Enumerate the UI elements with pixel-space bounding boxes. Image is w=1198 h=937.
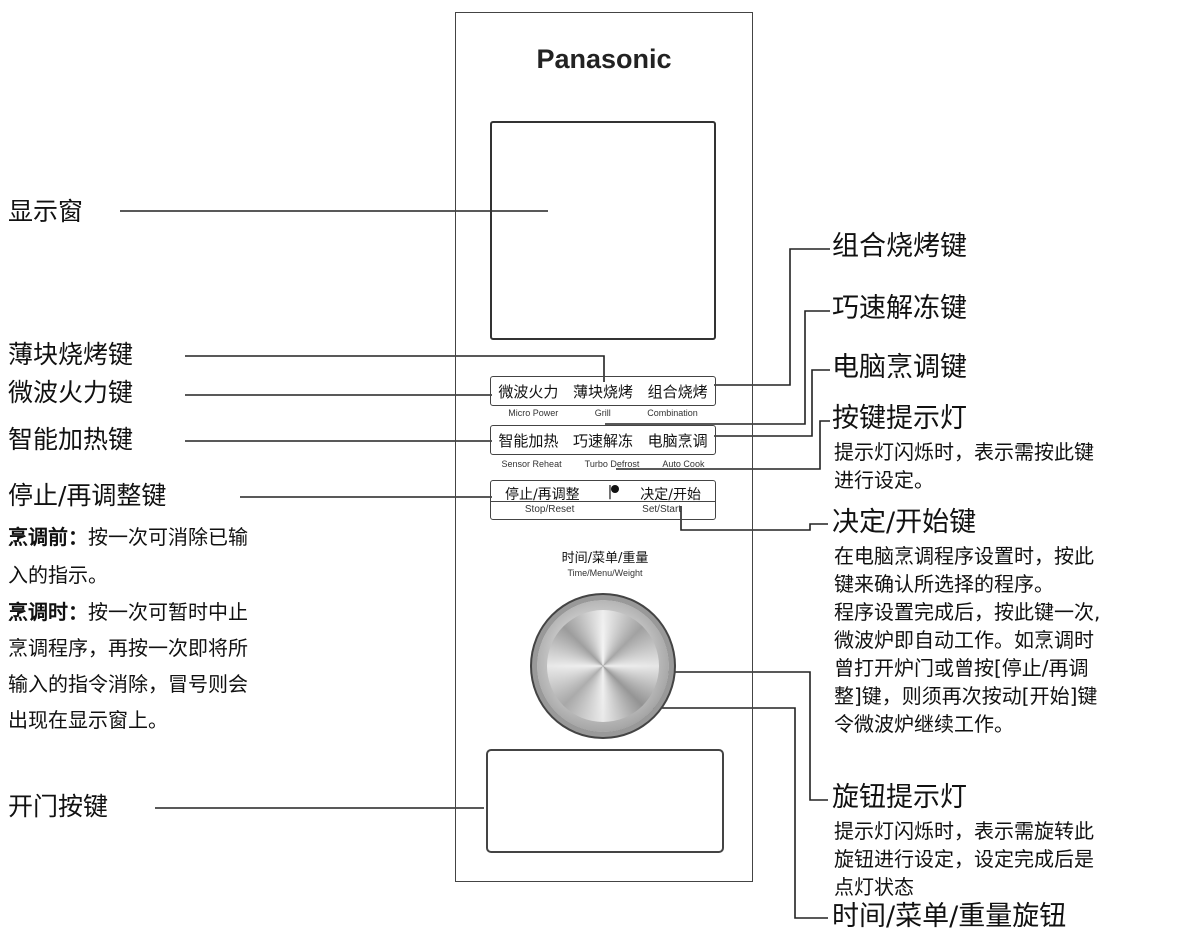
stop-desc-before: 烹调前：按一次可消除已输 <box>8 523 248 552</box>
stop-reset-button[interactable]: 停止/再调整 <box>504 487 580 503</box>
leader-knob <box>603 707 828 919</box>
label-key-light: 按键提示灯 <box>832 403 967 434</box>
button-row-2: 智能加热 巧速解冻 电脑烹调 <box>490 425 716 455</box>
stop-desc-during: 烹调时：按一次可暂时中止 <box>8 598 248 627</box>
dial-label-cn: 时间/菜单/重量 <box>561 551 649 566</box>
knob-light-desc-2: 旋钮进行设定，设定完成后是 <box>834 847 1094 871</box>
button-row-1-en: Micro Power Grill Combination <box>490 408 716 418</box>
leader-key-light <box>616 420 830 470</box>
sensor-reheat-button[interactable]: 智能加热 <box>498 431 559 450</box>
stop-desc-during-3: 输入的指令消除，冒号则会 <box>8 672 248 696</box>
stop-desc-during-title: 烹调时： <box>8 600 88 624</box>
start-desc-1: 在电脑烹调程序设置时，按此 <box>834 544 1094 568</box>
start-desc-6: 整]键，则须再次按动[开始]键 <box>834 684 1098 708</box>
key-light-desc-2: 进行设定。 <box>834 468 934 492</box>
brand-logo: Panasonic <box>536 44 672 74</box>
button-row-2-en: Sensor Reheat Turbo Defrost Auto Cook <box>490 459 716 469</box>
stop-desc-during-4: 出现在显示窗上。 <box>8 708 168 732</box>
label-micro: 微波火力键 <box>8 378 134 407</box>
stop-desc-before-2: 入的指示。 <box>8 563 108 587</box>
label-grill: 薄块烧烤键 <box>8 340 134 369</box>
label-start: 决定/开始键 <box>832 507 977 538</box>
label-display: 显示窗 <box>8 197 84 226</box>
label-knob: 时间/菜单/重量旋钮 <box>832 901 1067 932</box>
label-sensor: 智能加热键 <box>8 425 134 454</box>
knob-light-desc-1: 提示灯闪烁时，表示需旋转此 <box>834 819 1094 843</box>
separator: | <box>607 484 613 500</box>
key-indicator-light <box>611 485 619 493</box>
start-desc-7: 令微波炉继续工作。 <box>834 712 1014 736</box>
display-window <box>490 121 716 340</box>
label-auto: 电脑烹调键 <box>832 352 967 383</box>
grill-button[interactable]: 薄块烧烤 <box>572 382 633 401</box>
knob-face <box>547 610 659 722</box>
label-knob-light: 旋钮提示灯 <box>832 782 967 813</box>
grill-en: Grill <box>594 408 611 418</box>
start-desc-5: 曾打开炉门或曾按[停止/再调 <box>834 656 1089 680</box>
turbo-defrost-en: Turbo Defrost <box>584 459 640 469</box>
combination-en: Combination <box>647 408 698 418</box>
label-combo: 组合烧烤键 <box>832 231 967 262</box>
dial-label: 时间/菜单/重量 Time/Menu/Weight <box>540 552 670 580</box>
label-stop: 停止/再调整键 <box>8 481 167 510</box>
control-panel <box>455 12 753 882</box>
stop-desc-before-1: 按一次可消除已输 <box>88 525 248 549</box>
start-desc-2: 键来确认所选择的程序。 <box>834 572 1054 596</box>
auto-cook-button[interactable]: 电脑烹调 <box>647 431 708 450</box>
dial-label-en: Time/Menu/Weight <box>567 568 643 578</box>
stop-reset-en: Stop/Reset <box>524 504 575 515</box>
auto-cook-en: Auto Cook <box>662 459 705 469</box>
leader-turbo <box>605 310 830 425</box>
door-open-button[interactable] <box>486 749 724 853</box>
label-door: 开门按键 <box>8 792 109 821</box>
button-row-1: 微波火力 薄块烧烤 组合烧烤 <box>490 376 716 406</box>
start-desc-4: 微波炉即自动工作。如烹调时 <box>834 628 1094 652</box>
key-light-desc-1: 提示灯闪烁时，表示需按此键 <box>834 440 1094 464</box>
sensor-reheat-en: Sensor Reheat <box>501 459 562 469</box>
leader-start <box>680 506 828 531</box>
leader-knob-light <box>655 671 828 801</box>
time-menu-weight-knob[interactable] <box>537 600 669 732</box>
stop-desc-during-2: 烹调程序，再按一次即将所 <box>8 636 248 660</box>
stop-desc-during-1: 按一次可暂时中止 <box>88 600 248 624</box>
set-start-en: Set/Start <box>642 504 682 515</box>
leader-grill <box>185 355 605 382</box>
micro-power-button[interactable]: 微波火力 <box>498 382 559 401</box>
turbo-defrost-button[interactable]: 巧速解冻 <box>572 431 633 450</box>
micro-power-en: Micro Power <box>508 408 559 418</box>
combination-button[interactable]: 组合烧烤 <box>647 382 708 401</box>
stop-start-row: 停止/再调整 | 决定/开始 Stop/Reset Set/Start <box>490 480 716 520</box>
stop-desc-before-title: 烹调前： <box>8 525 88 549</box>
knob-light-desc-3: 点灯状态 <box>834 875 914 899</box>
set-start-button[interactable]: 决定/开始 <box>640 487 701 503</box>
leader-auto <box>714 369 830 437</box>
start-desc-3: 程序设置完成后，按此键一次, <box>834 600 1101 624</box>
label-turbo: 巧速解冻键 <box>832 293 967 324</box>
